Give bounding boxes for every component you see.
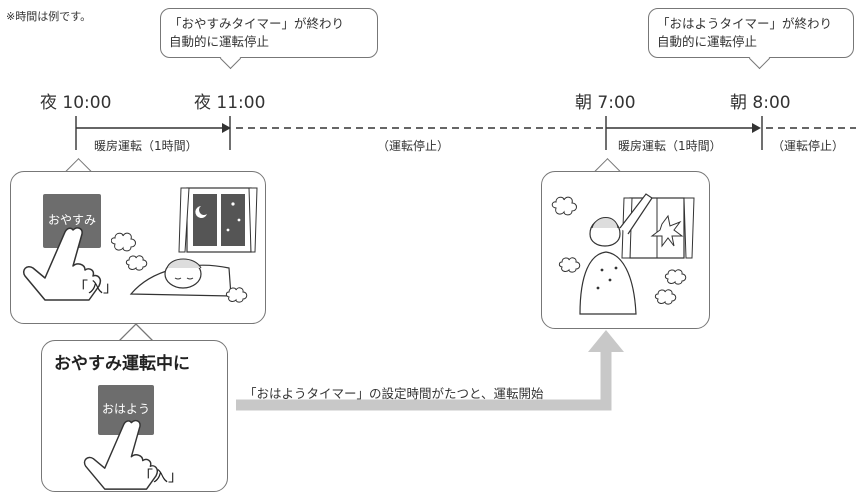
callout-wake-timer-end: 「おはようタイマー」が終わり 自動的に運転停止: [648, 8, 854, 58]
callout-line-1: 「おはようタイマー」が終わり: [657, 16, 833, 31]
callout-line-1: 「おやすみタイマー」が終わり: [169, 16, 345, 31]
panel-sleep-scene: おやすみ 「入」: [10, 171, 266, 324]
wake-timer-flow-label: 「おはようタイマー」の設定時間がたつと、運転開始: [244, 386, 544, 401]
arrowhead: [752, 123, 761, 133]
time-morning-8: 朝 8:00: [730, 93, 791, 113]
example-note: ※時間は例です。: [6, 10, 92, 23]
waking-person-illustration: [551, 193, 695, 315]
panel-connector: [117, 323, 155, 343]
sleep-timer-button-label: おやすみ: [47, 213, 96, 227]
flow-arrowhead: [588, 330, 624, 352]
pointing-hand-icon: [22, 227, 102, 301]
pointing-hand-icon: [83, 419, 159, 490]
callout-line-2: 自動的に運転停止: [657, 34, 758, 49]
label-stop-2: （運転停止）: [772, 139, 845, 153]
panel-during-sleep: おやすみ運転中に おはよう 「入」: [41, 340, 228, 492]
label-heat-1: 暖房運転（1時間）: [94, 139, 198, 153]
time-night-11: 夜 11:00: [194, 93, 266, 113]
sleeping-person-illustration: [111, 187, 258, 303]
flow-arrow: [236, 348, 612, 411]
press-on-label: 「入」: [73, 278, 119, 296]
label-stop-1: （運転停止）: [377, 139, 450, 153]
callout-sleep-timer-end: 「おやすみタイマー」が終わり 自動的に運転停止: [160, 8, 378, 58]
time-night-10: 夜 10:00: [40, 93, 112, 113]
label-heat-2: 暖房運転（1時間）: [618, 139, 722, 153]
during-sleep-heading: おやすみ運転中に: [54, 354, 190, 374]
press-on-label: 「入」: [138, 467, 184, 485]
callout-line-2: 自動的に運転停止: [169, 34, 270, 49]
time-morning-7: 朝 7:00: [575, 93, 636, 113]
panel-wake-scene: [541, 171, 710, 329]
wake-timer-button-label: おはよう: [101, 402, 150, 416]
arrowhead: [222, 123, 231, 133]
